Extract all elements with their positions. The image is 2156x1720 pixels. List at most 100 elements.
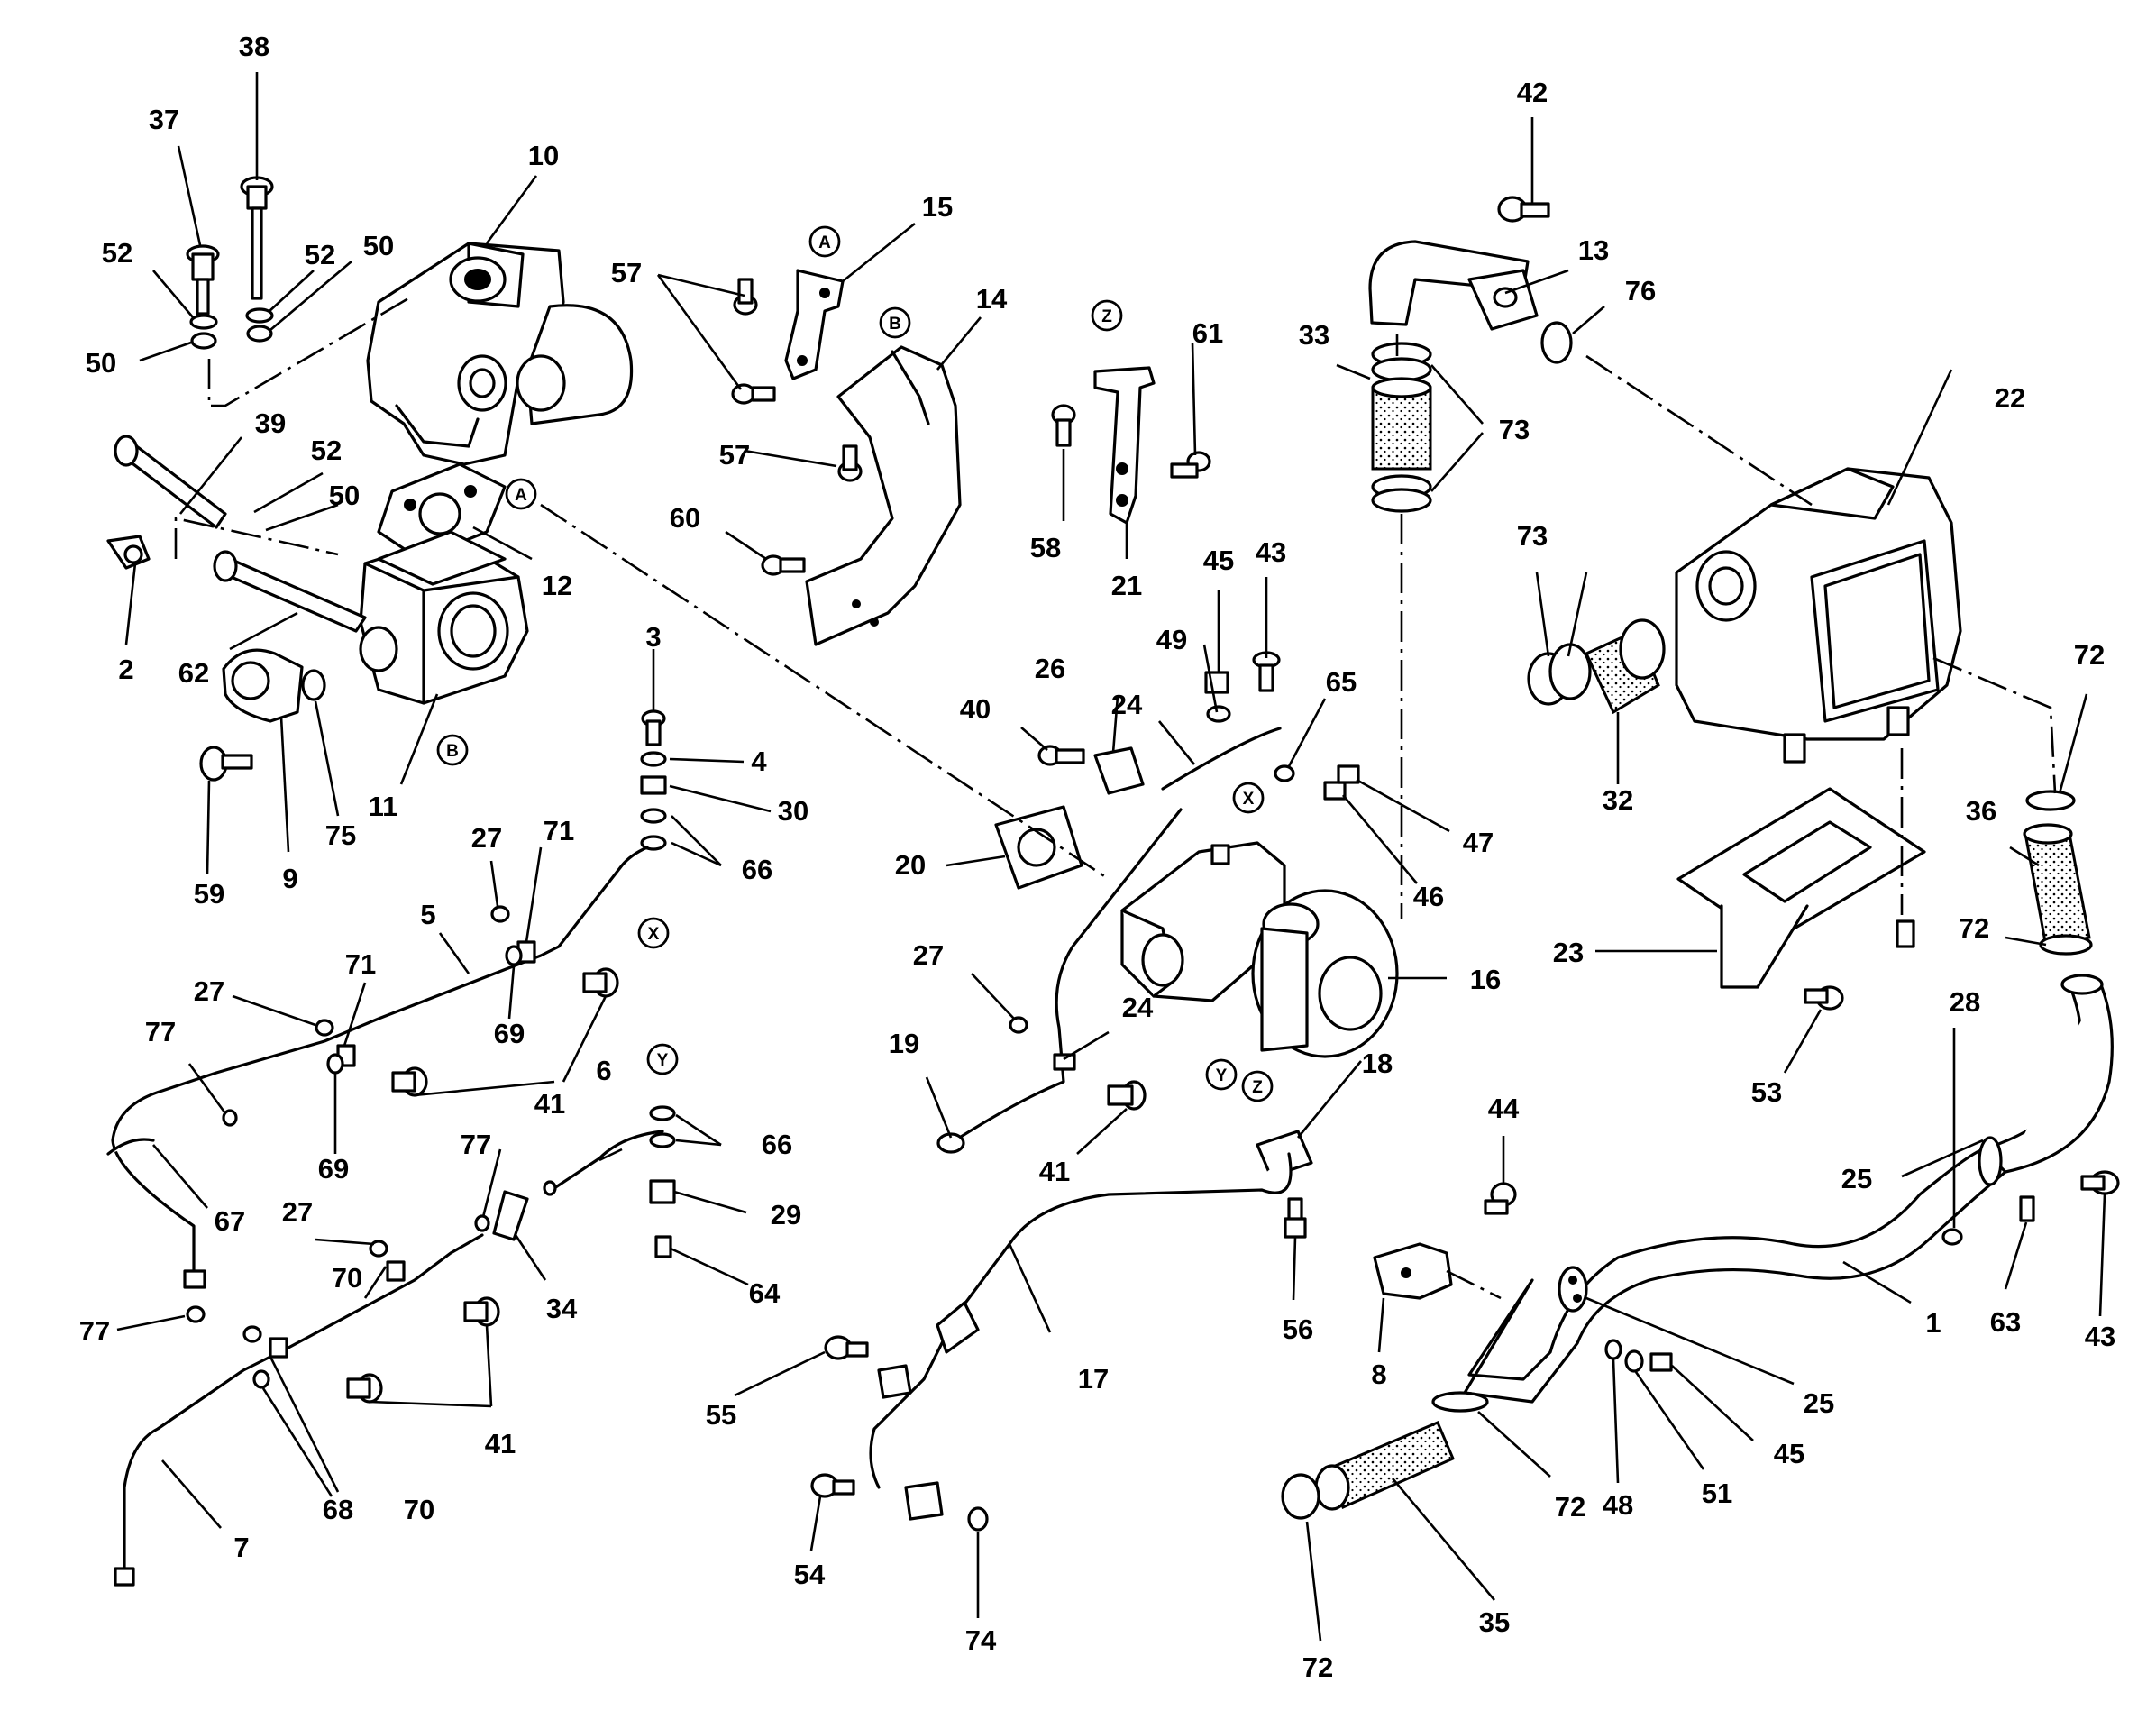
callout-26: 26 [1035,653,1065,684]
part-1-tube [1463,1148,2007,1404]
callout-2: 2 [118,654,133,685]
part-39-bolt [114,435,227,529]
ref-circle-y-bottom: Y [646,1043,679,1075]
ref-circle-z-top: Z [1091,299,1123,332]
callout-52: 52 [305,239,335,270]
callout-75: 75 [325,819,356,851]
part-47-nut [1337,764,1360,784]
part-17-clip-top [877,1364,912,1399]
part-23-stud [1896,919,1915,948]
part-7-end [114,1567,135,1587]
part-5-tube [111,846,649,1273]
part-36-hose [2023,790,2093,956]
callout-71: 71 [345,948,376,980]
callout-14: 14 [976,283,1008,315]
callout-41: 41 [485,1428,516,1459]
part-41-fitting-c [463,1296,500,1327]
part-27-plug-b [315,1019,334,1037]
callout-47: 47 [1463,827,1494,858]
part-77-oring-a [222,1109,238,1127]
part-38-bolt [240,176,274,300]
callout-50: 50 [86,347,116,379]
part-48-washer [1604,1339,1622,1360]
callout-45: 45 [1774,1438,1804,1469]
part-1-tube-upper-b [2004,981,2114,1174]
part-67-hose [106,1138,155,1156]
part-43-bolt-right [2080,1170,2120,1195]
part-58-bolt [1051,404,1076,447]
ref-circle-z-bottom: Z [1241,1070,1274,1102]
callout-42: 42 [1517,77,1548,108]
part-18-gasket [1256,1130,1313,1178]
callout-27: 27 [913,939,944,971]
callout-72: 72 [1302,1651,1333,1683]
part-41-fitting-d [346,1373,383,1404]
part-41-fitting-mid [1107,1080,1147,1111]
callout-24: 24 [1111,689,1143,720]
part-69-fitting-a [505,945,523,966]
part-67-end [183,1269,206,1289]
callout-1: 1 [1925,1307,1941,1339]
callout-25: 25 [1804,1387,1834,1419]
callout-51: 51 [1702,1478,1732,1509]
callout-43: 43 [2085,1321,2115,1352]
callout-52: 52 [311,435,342,466]
callout-56: 56 [1283,1313,1313,1345]
callout-25: 25 [1841,1163,1872,1194]
callout-18: 18 [1362,1048,1393,1079]
part-32-hose [1527,618,1666,715]
svg-text:Z: Z [1252,1078,1263,1097]
part-74-oring [967,1506,989,1532]
callout-29: 29 [771,1199,801,1231]
callout-3: 3 [645,621,661,653]
part-77-oring-d [474,1214,490,1232]
part-54-bolt [810,1473,855,1498]
part-27-plug-a [490,905,510,923]
callout-66: 66 [762,1129,792,1160]
part-65-washer [1274,764,1295,782]
callout-77: 77 [79,1315,110,1347]
part-70-fitting-a [386,1260,406,1282]
part-27-plug-mid [1009,1016,1028,1034]
part-8-bracket [1373,1242,1453,1300]
callout-62: 62 [178,657,209,689]
callout-17: 17 [1078,1363,1109,1395]
callout-72: 72 [2074,639,2105,671]
callout-57: 57 [719,439,750,471]
callout-73: 73 [1517,520,1548,552]
callout-24: 24 [1122,992,1154,1023]
part-1-tube-end [2060,974,2104,995]
part-77-oring-b [186,1305,206,1323]
callout-16: 16 [1470,964,1501,995]
part-19-tube [949,808,1183,1145]
part-10-compressor-housing [366,242,634,466]
part-66-washer-y-top [649,1105,676,1121]
part-6-tube [553,1130,664,1190]
part-57-bolt-c [837,444,863,482]
svg-text:A: A [818,233,831,252]
callout-10: 10 [528,140,559,171]
callout-19: 19 [889,1028,919,1059]
callout-61: 61 [1192,317,1223,349]
part-69-fitting-b [326,1053,344,1075]
callout-69: 69 [494,1018,525,1049]
part-53-bolt [1804,985,1844,1011]
ref-circle-a-bottom: A [505,478,537,510]
part-60-bolt [761,554,806,576]
callout-59: 59 [194,878,224,910]
callout-53: 53 [1751,1076,1782,1108]
part-49-washer [1206,705,1231,723]
part-25-clamp-lower [1558,1266,1588,1313]
part-16-turbocharger [1120,841,1399,1058]
part-27-plug-c [369,1240,388,1258]
part-33-hose [1371,342,1432,513]
callout-77: 77 [461,1129,491,1160]
ref-circle-y-top: Y [1205,1058,1238,1091]
ref-circle-x-top: X [1232,782,1265,814]
part-46-nut [1323,781,1347,801]
callout-27: 27 [282,1196,313,1228]
part-19-end [936,1132,965,1154]
callout-12: 12 [542,570,572,601]
ref-circle-a-top: A [808,225,841,258]
part-4-washer [640,751,667,767]
